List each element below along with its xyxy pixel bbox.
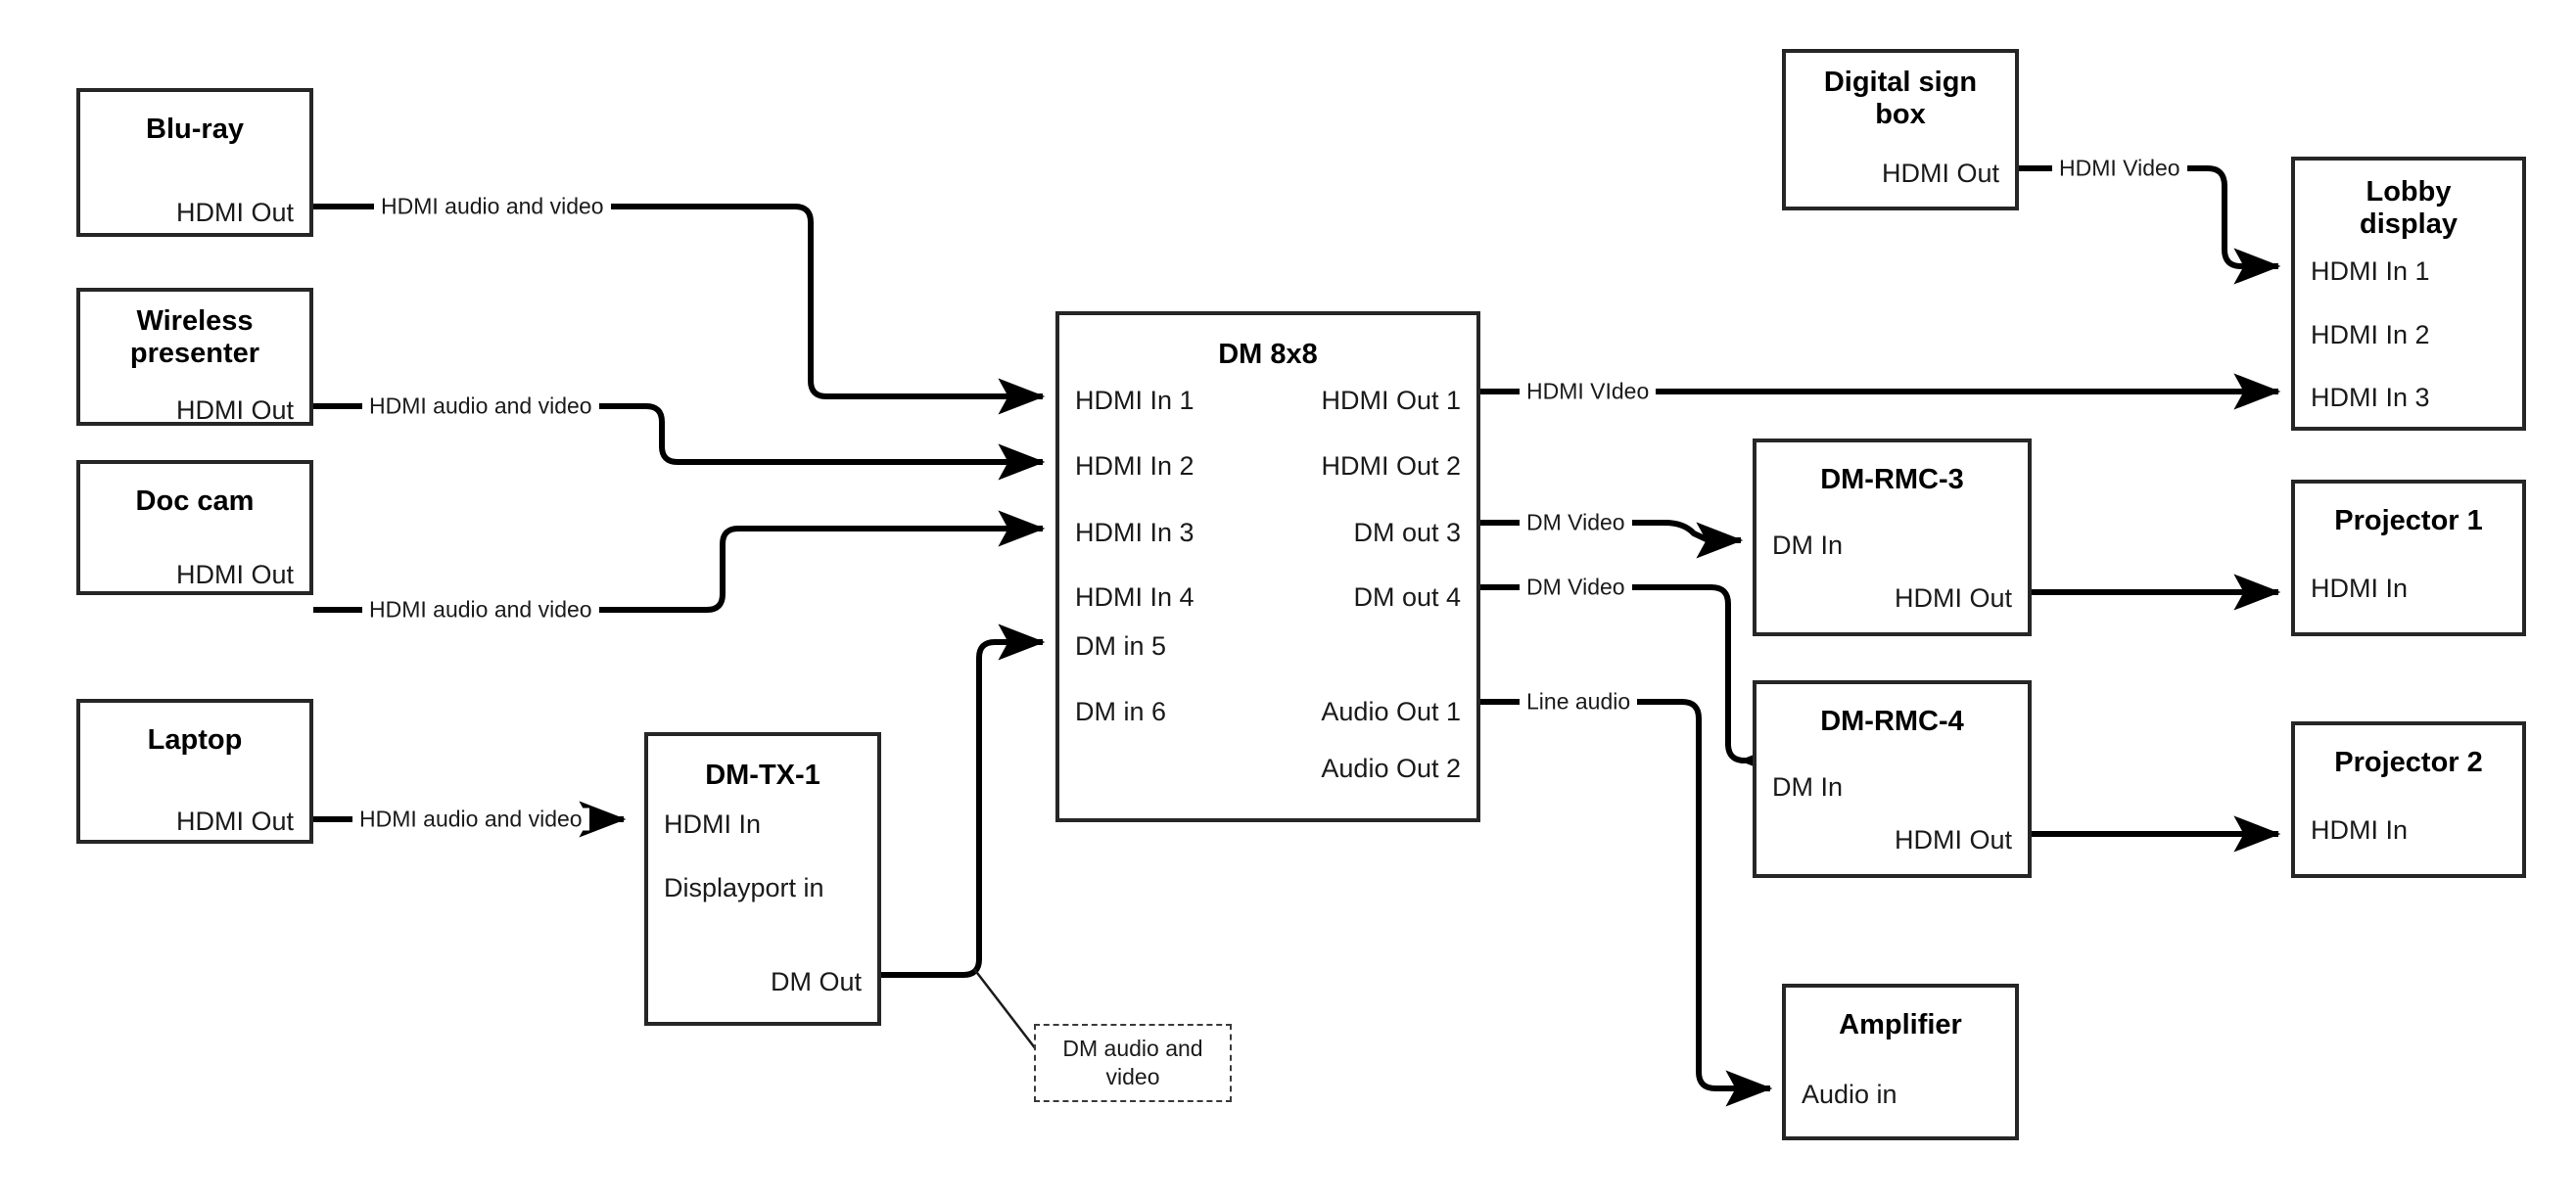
node-dm-rmc-3-port-hdmi-out[interactable]: HDMI Out xyxy=(1894,583,2012,613)
node-bluray-port-hdmi-out[interactable]: HDMI Out xyxy=(175,198,294,227)
node-doc-cam[interactable]: Doc cam HDMI Out xyxy=(76,460,313,595)
node-dm-tx-1[interactable]: DM-TX-1 HDMI In Displayport in DM Out xyxy=(644,732,881,1026)
node-lobby-display-title-line1: Lobby xyxy=(2365,176,2452,208)
node-digital-sign-box-port-hdmi-out[interactable]: HDMI Out xyxy=(1881,159,1999,188)
node-dm-8x8-port-hdmi-in-2[interactable]: HDMI In 2 xyxy=(1075,451,1194,481)
wire-label-hdmi-out-1: HDMI VIdeo xyxy=(1520,380,1657,403)
wire-dm8x8-to-rmc4 xyxy=(1480,584,1786,779)
node-laptop-title: Laptop xyxy=(147,724,243,756)
node-doc-cam-port-hdmi-out[interactable]: HDMI Out xyxy=(175,560,294,589)
wire-label-bluray: HDMI audio and video xyxy=(374,195,611,218)
wire-label-wireless: HDMI audio and video xyxy=(362,394,599,418)
node-dm-8x8-port-hdmi-out-2[interactable]: HDMI Out 2 xyxy=(1321,451,1461,481)
node-dm-8x8-port-audio-out-2[interactable]: Audio Out 2 xyxy=(1321,754,1461,783)
node-amplifier-port-audio-in[interactable]: Audio in xyxy=(1802,1080,1897,1109)
wire-bluray-to-dm8x8 xyxy=(313,204,1046,415)
wire-label-dm-out-3: DM Video xyxy=(1520,511,1632,534)
node-dm-8x8-port-dm-in-5[interactable]: DM in 5 xyxy=(1075,631,1167,661)
node-dm-8x8-port-dm-in-6[interactable]: DM in 6 xyxy=(1075,697,1167,726)
node-digital-sign-box-title-line2: box xyxy=(1875,99,1926,130)
node-laptop[interactable]: Laptop HDMI Out xyxy=(76,699,313,844)
node-wireless-presenter-title-line1: Wireless xyxy=(136,305,254,337)
node-dm-8x8-port-hdmi-in-3[interactable]: HDMI In 3 xyxy=(1075,518,1194,547)
node-dm-8x8-port-hdmi-in-4[interactable]: HDMI In 4 xyxy=(1075,582,1194,612)
node-lobby-display-port-hdmi-in-3[interactable]: HDMI In 3 xyxy=(2311,383,2430,412)
node-lobby-display-port-hdmi-in-1[interactable]: HDMI In 1 xyxy=(2311,256,2430,286)
node-dm-8x8[interactable]: DM 8x8 HDMI In 1 HDMI In 2 HDMI In 3 HDM… xyxy=(1055,311,1480,822)
wire-dm8x8-to-amplifier xyxy=(1480,699,1773,1107)
node-projector-1-title: Projector 1 xyxy=(2334,505,2483,536)
node-lobby-display-title-line2: display xyxy=(2360,208,2458,240)
node-dm-8x8-port-dm-out-3[interactable]: DM out 3 xyxy=(1353,518,1461,547)
node-dm-8x8-port-hdmi-in-1[interactable]: HDMI In 1 xyxy=(1075,386,1194,415)
wire-label-doccam: HDMI audio and video xyxy=(362,598,599,622)
node-projector-2-title: Projector 2 xyxy=(2334,747,2483,778)
callout-dm-audio-and-video: DM audio and video xyxy=(1034,1024,1232,1102)
node-dm-8x8-port-dm-out-4[interactable]: DM out 4 xyxy=(1353,582,1461,612)
node-dm-rmc-4-title: DM-RMC-4 xyxy=(1820,706,1964,737)
node-lobby-display[interactable]: Lobby display HDMI In 1 HDMI In 2 HDMI I… xyxy=(2291,157,2526,431)
node-projector-2[interactable]: Projector 2 HDMI In xyxy=(2291,721,2526,878)
node-wireless-presenter-title-line2: presenter xyxy=(129,338,260,369)
node-wireless-presenter[interactable]: Wireless presenter HDMI Out xyxy=(76,288,313,426)
callout-leader-line xyxy=(973,968,1037,1050)
node-digital-sign-box-title-line1: Digital sign xyxy=(1823,67,1978,98)
node-dm-tx-1-port-hdmi-in[interactable]: HDMI In xyxy=(664,809,762,839)
node-dm-8x8-port-hdmi-out-1[interactable]: HDMI Out 1 xyxy=(1321,386,1461,415)
node-amplifier[interactable]: Amplifier Audio in xyxy=(1782,984,2019,1140)
node-amplifier-title: Amplifier xyxy=(1839,1009,1962,1040)
node-dm-tx-1-title: DM-TX-1 xyxy=(705,760,820,791)
node-dm-tx-1-port-dm-out[interactable]: DM Out xyxy=(770,967,862,996)
wire-label-laptop: HDMI audio and video xyxy=(352,808,589,831)
node-wireless-presenter-port-hdmi-out[interactable]: HDMI Out xyxy=(175,395,294,425)
node-bluray-title: Blu-ray xyxy=(146,114,244,145)
node-projector-2-port-hdmi-in[interactable]: HDMI In xyxy=(2311,815,2409,845)
wire-label-dm-out-4: DM Video xyxy=(1520,576,1632,599)
node-dm-rmc-4-port-dm-in[interactable]: DM In xyxy=(1772,772,1844,802)
node-projector-1[interactable]: Projector 1 HDMI In xyxy=(2291,480,2526,636)
node-digital-sign-box[interactable]: Digital sign box HDMI Out xyxy=(1782,49,2019,210)
node-bluray[interactable]: Blu-ray HDMI Out xyxy=(76,88,313,237)
node-dm-tx-1-port-displayport-in[interactable]: Displayport in xyxy=(664,873,824,902)
node-dm-rmc-3-title: DM-RMC-3 xyxy=(1820,464,1964,495)
wire-label-signbox: HDMI Video xyxy=(2052,157,2187,180)
wire-label-audio-out-1: Line audio xyxy=(1520,690,1638,714)
wire-dmtx1-to-dm8x8 xyxy=(881,624,1046,978)
node-dm-rmc-3-port-dm-in[interactable]: DM In xyxy=(1772,531,1844,560)
node-projector-1-port-hdmi-in[interactable]: HDMI In xyxy=(2311,574,2409,603)
node-dm-rmc-3[interactable]: DM-RMC-3 DM In HDMI Out xyxy=(1753,439,2032,636)
node-laptop-port-hdmi-out[interactable]: HDMI Out xyxy=(175,807,294,836)
wire-signbox-to-lobby-hdmi1 xyxy=(2017,165,2281,285)
node-dm-rmc-4-port-hdmi-out[interactable]: HDMI Out xyxy=(1894,825,2012,855)
node-lobby-display-port-hdmi-in-2[interactable]: HDMI In 2 xyxy=(2311,320,2430,349)
node-dm-rmc-4[interactable]: DM-RMC-4 DM In HDMI Out xyxy=(1753,680,2032,878)
node-dm-8x8-title: DM 8x8 xyxy=(1218,339,1318,370)
node-dm-8x8-port-audio-out-1[interactable]: Audio Out 1 xyxy=(1321,697,1461,726)
node-doc-cam-title: Doc cam xyxy=(135,485,255,517)
